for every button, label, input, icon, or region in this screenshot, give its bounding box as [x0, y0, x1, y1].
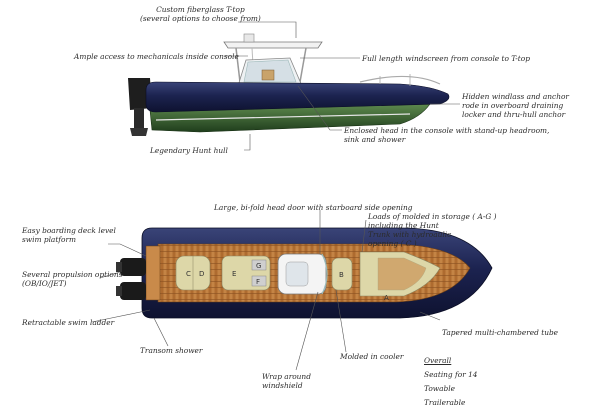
zone-b: B	[331, 257, 353, 291]
side-tube	[145, 81, 450, 113]
label-swim-platform: Easy boarding deck level swim platform	[22, 226, 116, 244]
svg-text:B: B	[339, 271, 344, 279]
label-tube: Tapered multi-chambered tube	[442, 328, 559, 337]
svg-text:D: D	[199, 270, 204, 278]
overall-item: Towable	[424, 384, 456, 393]
label-enclosed-head: Enclosed head in the console with stand-…	[344, 126, 550, 144]
side-view	[128, 33, 450, 136]
twin-engines	[116, 258, 146, 300]
label-windshield: Wrap around windshield	[262, 372, 311, 390]
svg-text:E: E	[232, 270, 236, 278]
label-windlass: Hidden windlass and anchor rode in overb…	[462, 92, 569, 119]
label-transom-shower: Transom shower	[140, 346, 203, 355]
label-head-door: Large, bi-fold head door with starboard …	[214, 203, 413, 212]
label-storage: Loads of molded in storage ( A-G ) inclu…	[368, 212, 497, 248]
label-ample-access: Ample access to mechanicals inside conso…	[74, 52, 239, 61]
overall-item: Seating for 14	[424, 370, 478, 379]
zone-e-f-g: E G F	[221, 255, 271, 291]
top-view: C D E G F B A	[116, 227, 493, 319]
svg-text:A: A	[384, 294, 389, 302]
label-cooler: Molded in cooler	[340, 352, 404, 361]
console-top	[277, 253, 328, 295]
svg-text:G: G	[256, 262, 261, 270]
label-windscreen: Full length windscreen from console to T…	[362, 54, 530, 63]
zone-c-d: C D	[175, 255, 211, 291]
label-hunt-hull: Legendary Hunt hull	[150, 146, 228, 155]
side-hull	[149, 103, 431, 133]
label-t-top: Custom fiberglass T-top (several options…	[140, 5, 261, 23]
leader-lines	[91, 21, 460, 371]
console	[237, 57, 303, 87]
overall-heading: Overall	[424, 356, 452, 365]
overall-list: Overall Seating for 14 Towable Trailerab…	[424, 356, 478, 407]
label-propulsion: Several propulsion options (OB/IO/JET)	[22, 270, 123, 288]
overall-item: Trailerable	[424, 398, 466, 407]
zone-a: A	[359, 251, 441, 302]
svg-text:F: F	[256, 278, 260, 286]
svg-text:C: C	[186, 270, 191, 278]
label-swim-ladder: Retractable swim ladder	[22, 318, 115, 327]
